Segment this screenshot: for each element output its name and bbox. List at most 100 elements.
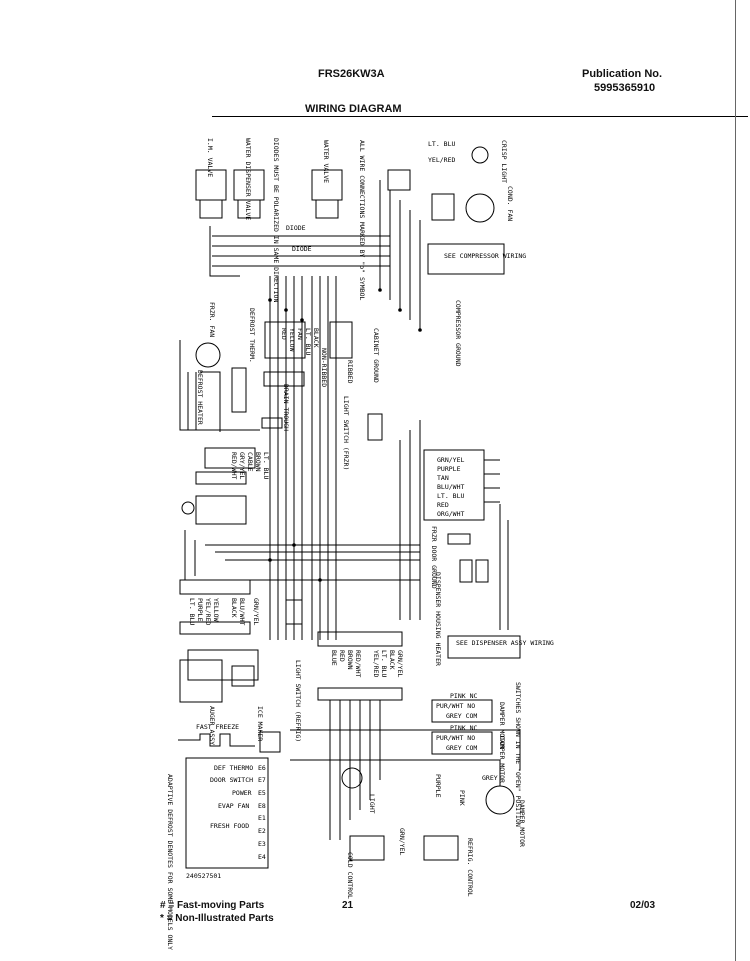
grey-label: GREY — [482, 774, 498, 782]
diodes-note: DIODES MUST BE POLARIZED IN SAME DIRECTI… — [272, 138, 280, 302]
harness-block-5 — [179, 621, 251, 635]
defrost-therm-label: DEFROST THERM. — [248, 308, 256, 363]
harness-block-2 — [195, 471, 247, 485]
bundle1-wire: FAN — [296, 328, 304, 340]
main-harness-middle — [311, 276, 337, 640]
defrost-heater-coil — [187, 371, 221, 432]
bundle3-labels: GRN/YEL PURPLE TAN BLU/WHT LT. BLU RED O… — [437, 456, 464, 518]
ice-maker-label: ICE MAKER — [256, 706, 264, 741]
dispenser-wires — [499, 504, 509, 630]
bundle5-wire: RED — [338, 650, 346, 662]
dispenser-housing-heater-label: DISPENSER HOUSING HEATER — [434, 572, 442, 666]
see-dispenser-label: SEE DISPENSER ASSY WIRING — [456, 639, 554, 647]
non-ribbed-label: NON-RIBBED — [320, 348, 328, 387]
damper-motor-circle — [485, 785, 515, 815]
bundle3-wire: ORG/WHT — [437, 510, 464, 518]
bundle4-wire: YELLOW — [212, 598, 220, 622]
harness-block-6 — [317, 631, 403, 647]
bundle2-wire: RED/WHT — [230, 452, 238, 479]
ribbed-label: RIBBED — [346, 360, 354, 384]
right-harness — [399, 420, 421, 620]
bundle1-labels: BLACK LT. BLU FAN YELLOW RED — [280, 328, 320, 355]
fast-freeze-connector — [259, 731, 281, 753]
diode2-label: DIODE — [292, 245, 312, 253]
control-board — [185, 757, 269, 869]
drain-trough-label: DRAIN TROUGH — [282, 384, 290, 431]
page-number: 21 — [342, 900, 354, 911]
crisp-light-label: CRISP LIGHT — [500, 140, 508, 183]
bundle4-wire: BLACK — [230, 598, 238, 618]
damper-motor-label-1: DAMPER MOTOR — [498, 702, 506, 749]
diode-bracket — [209, 226, 240, 277]
grey-com-2: GREY COM — [446, 744, 477, 752]
panel-outputs — [484, 459, 500, 503]
switches-note: SWITCHES SHOWN IN THE "OPEN" POSITION — [514, 682, 522, 827]
bundle1-wire: LT. BLU — [304, 328, 312, 355]
grey-com-1: GREY COM — [446, 712, 477, 720]
board-code: 240527501 — [186, 872, 221, 880]
terminal-code: E3 — [258, 840, 266, 848]
defrost-heater-label: DEFROST HEATER — [196, 370, 204, 425]
bundle2-labels: LT. BLU BROWN CABLE GRY/YEL RED/WHT — [230, 452, 270, 479]
crisp-light-bulb — [471, 146, 489, 164]
auger-assy-label: AUGER ASSY — [208, 706, 216, 745]
damper-switch-1 — [431, 699, 493, 723]
connector-block-1 — [264, 321, 306, 359]
legend-fast-moving: # = Fast-moving Parts — [160, 900, 265, 911]
bundle4-wire: GRN/YEL — [252, 598, 260, 625]
bundle1-wire: RED — [280, 328, 288, 340]
freezer-fan-wires — [179, 340, 260, 431]
diode1-label: DIODE — [286, 224, 306, 232]
damper-motor-label-2: DAMPER MOTOR — [498, 736, 506, 783]
cond-fan-connector — [431, 193, 455, 221]
bundle5-wire: BLUE — [330, 650, 338, 666]
bundle1-wire: YELLOW — [288, 328, 296, 352]
adaptive-defrost-note: ADAPTIVE DEFROST DENOTES FOR SOME MODELS… — [166, 774, 174, 950]
defrost-therm — [231, 367, 247, 413]
title-rule — [212, 116, 748, 117]
light-switch-frzr — [367, 413, 383, 441]
all-wire-note: ALL WIRE CONNECTIONS MARKED BY "o" SYMBO… — [358, 140, 366, 301]
bundle5-wire: BLACK — [388, 650, 396, 670]
light-bulb — [341, 767, 363, 789]
model-number: FRS26KW3A — [318, 68, 385, 80]
legend-non-illustrated: * = Non-Illustrated Parts — [160, 913, 274, 924]
footer-date: 02/03 — [630, 900, 656, 911]
fast-freeze-heater — [178, 733, 255, 747]
scan-edge — [735, 0, 736, 961]
connector-block-2 — [329, 321, 353, 359]
light-switch-refrig-label: LIGHT SWITCH (REFRIG) — [294, 660, 302, 742]
bundle1-wire: BLACK — [312, 328, 320, 348]
auger-assy — [179, 659, 223, 703]
board-harness — [329, 700, 381, 840]
grn-yel-label: GRN/YEL — [398, 828, 406, 855]
compressor-wiring-box — [427, 243, 505, 275]
refrig-control — [423, 835, 459, 861]
bundle3-wire: BLU/WHT — [437, 483, 464, 491]
terminal-label: DEF THERMO — [214, 764, 253, 772]
pur-wht-no-2: PUR/WHT NO — [436, 734, 475, 742]
terminal-label: EVAP FAN — [218, 802, 249, 810]
bundle5-wire: YEL/RED — [372, 650, 380, 677]
lower-right-wires — [290, 729, 521, 786]
drain-trough-heater — [261, 417, 283, 429]
purple-label: PURPLE — [434, 774, 442, 798]
bundle2-wire: LT. BLU — [262, 452, 270, 479]
dispenser-connector-panel — [423, 449, 485, 521]
im-valve-label: I.M. VALVE — [206, 138, 214, 177]
terminal-label: FRESH FOOD — [210, 822, 249, 830]
cold-control — [349, 835, 385, 861]
cold-control-label: COLD CONTROL — [346, 852, 354, 899]
cabinet-ground-label: CABINET GROUND — [372, 328, 380, 383]
bundle2-wire: CABLE — [246, 452, 254, 472]
terminal-code: E4 — [258, 853, 266, 861]
compressor-ground-label: COMPRESSOR GROUND — [454, 300, 462, 367]
bundle5-wire: GRN/YEL — [396, 650, 404, 677]
bundle4-wire: BLU/WHT — [238, 598, 246, 625]
water-valve-label: WATER VALVE — [322, 140, 330, 183]
bundle4-wire: YEL/RED — [204, 598, 212, 625]
publication-number: 5995365910 — [594, 82, 656, 94]
terminal-label: POWER — [232, 789, 252, 797]
publication-label: Publication No. — [582, 68, 663, 80]
pink-label: PINK — [458, 790, 466, 806]
